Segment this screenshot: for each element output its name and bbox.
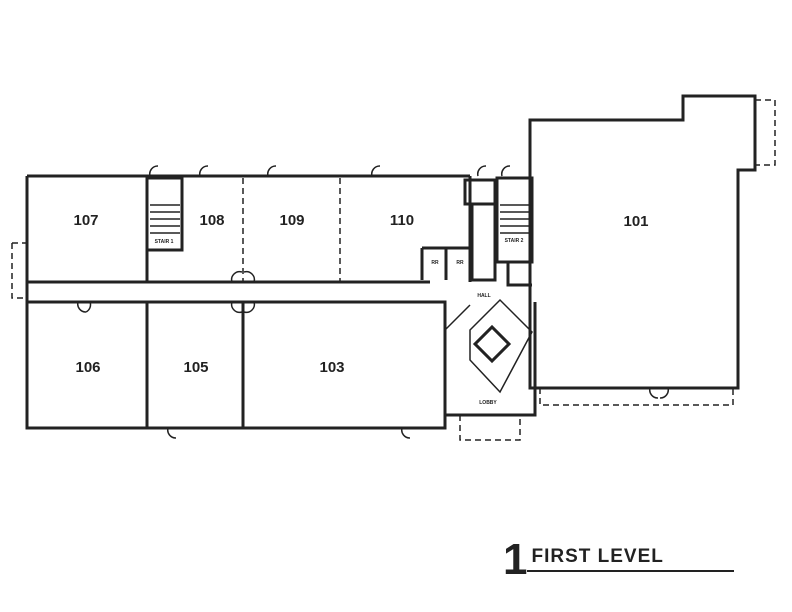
room-110-label: 110 [390,212,414,229]
stair-2-label: STAIR 2 [505,238,524,244]
drawing-number: 1 [503,535,528,584]
room-109-label: 109 [279,212,304,229]
room-105-label: 105 [183,359,208,376]
stairs [150,204,530,234]
drawing-title: 1 FIRST LEVEL [503,535,734,584]
stair-1-label: STAIR 1 [155,239,174,245]
room-108-label: 108 [199,212,224,229]
doors [77,165,669,439]
partitions [11,99,776,441]
room-103-label: 103 [319,359,344,376]
restroom-2-label: RR [456,260,464,266]
room-101-label: 101 [623,213,648,230]
lobby-label: LOBBY [479,400,497,406]
restroom-1-label: RR [431,260,439,266]
walls [25,94,757,430]
drawing-label: FIRST LEVEL [527,546,734,572]
hall-label: HALL [477,293,490,299]
room-107-label: 107 [73,212,98,229]
room-106-label: 106 [75,359,100,376]
